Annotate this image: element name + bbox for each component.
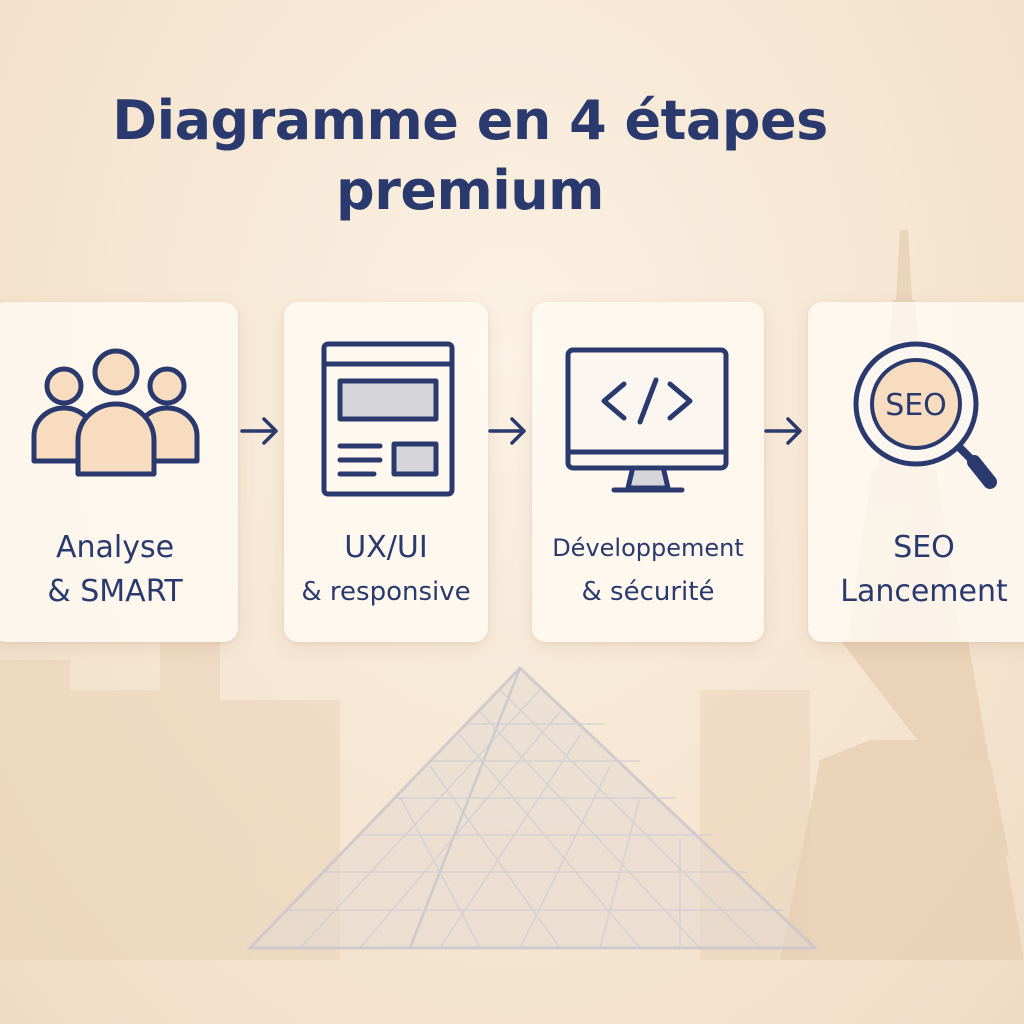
seo-magnifier-icon: SEO (853, 341, 997, 489)
step-card-ux-ui: UX/UI & responsive (284, 302, 488, 642)
wireframe-layout-icon (321, 341, 455, 497)
arrow-right-icon (764, 417, 802, 445)
step-label-line-1: Analyse (55, 530, 175, 565)
step-label-line-2: Lancement (840, 574, 1008, 609)
step-label: UX/UI & responsive (284, 526, 488, 614)
title-line-2: premium (336, 159, 604, 222)
step-label-line-1: Développement (552, 534, 744, 562)
step-label: SEO Lancement (808, 526, 1024, 614)
seo-badge-text: SEO (885, 388, 947, 423)
page-title: Diagramme en 4 étapes premium (0, 86, 940, 226)
arrow-right-icon (488, 417, 526, 445)
step-label-line-1: UX/UI (344, 530, 428, 565)
step-label-line-2: & responsive (301, 577, 471, 607)
step-label-line-2: & SMART (47, 574, 183, 609)
arrow-right-icon (240, 417, 278, 445)
louvre-pyramid-silhouette (246, 665, 819, 950)
step-label: Analyse & SMART (0, 526, 238, 614)
step-label: Développement & sécurité (532, 526, 764, 614)
step-card-developpement: Développement & sécurité (532, 302, 764, 642)
code-monitor-icon (565, 347, 729, 493)
step-label-line-2: & sécurité (581, 577, 715, 607)
step-label-line-1: SEO (893, 530, 955, 565)
step-card-seo: SEO SEO Lancement (808, 302, 1024, 642)
users-group-icon (31, 348, 200, 477)
title-line-1: Diagramme en 4 étapes (112, 89, 828, 152)
step-card-analyse: Analyse & SMART (0, 302, 238, 642)
